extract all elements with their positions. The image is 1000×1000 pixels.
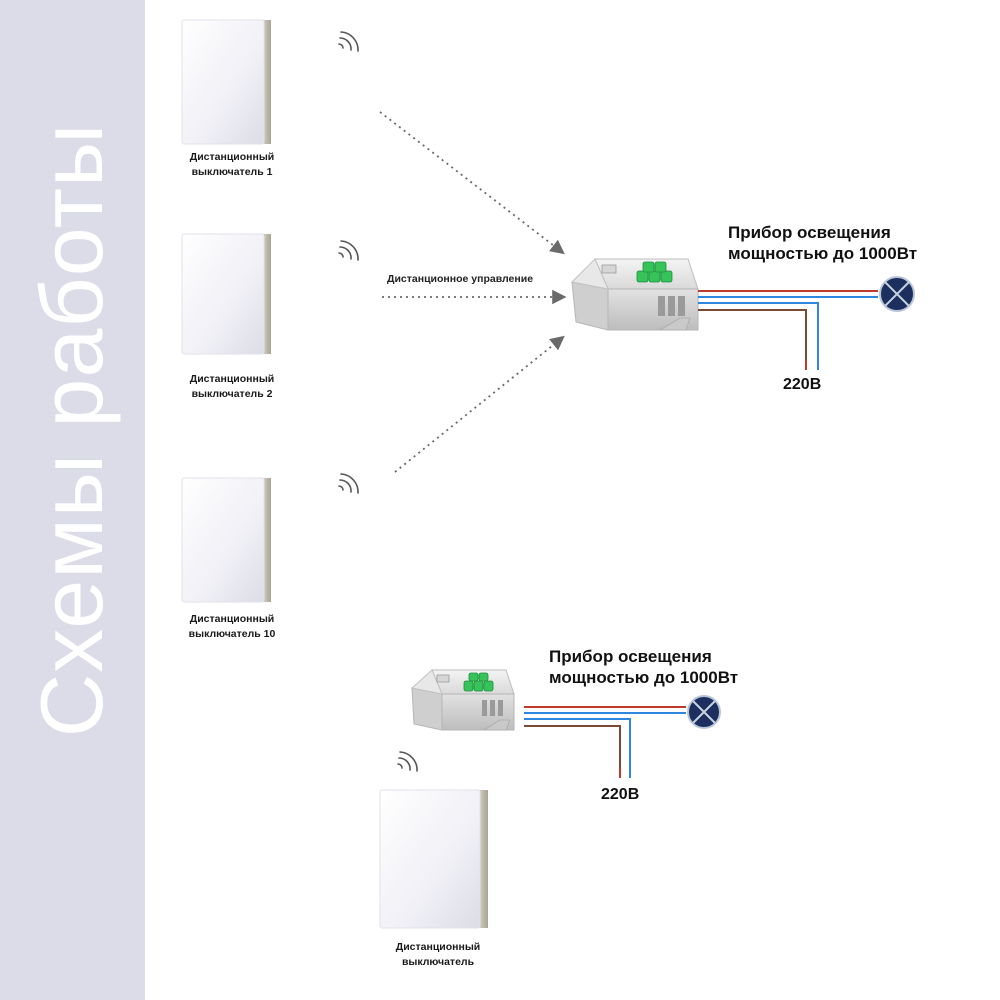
voltage-label: 220В <box>783 376 822 393</box>
lamp-icon <box>879 276 915 312</box>
lamp-icon <box>687 695 721 729</box>
signal-arrow-10 <box>394 335 565 473</box>
sidebar: Схемы работы <box>0 0 145 1000</box>
switch-panel-1 <box>181 19 271 145</box>
terminal-block <box>636 261 673 283</box>
switch-label: Дистанционный выключатель <box>395 941 481 968</box>
lamp-label: Прибор освещения мощностью до 1000Вт <box>728 223 918 263</box>
wire-brown <box>698 309 807 370</box>
voltage-label: 220В <box>601 786 640 803</box>
wire-blue <box>698 302 819 370</box>
switch-label-2: Дистанционный выключатель 2 <box>189 373 275 400</box>
wifi-signal-icon <box>338 31 359 52</box>
switch-panel-2 <box>181 233 271 355</box>
receiver-module <box>410 669 515 731</box>
terminal-block <box>463 672 494 692</box>
wire-brown <box>524 725 621 778</box>
switch-panel-10 <box>181 477 271 603</box>
wifi-signal-icon <box>338 473 359 494</box>
wire-blue <box>524 718 631 778</box>
wifi-signal-icon <box>397 751 418 772</box>
switch-label-1: Дистанционный выключатель 1 <box>189 151 275 178</box>
receiver-module <box>570 258 699 331</box>
signal-arrow-1 <box>379 111 565 255</box>
remote-control-label: Дистанционное управление <box>387 273 534 285</box>
switch-panel <box>379 789 488 929</box>
wifi-signal-icon <box>338 240 359 261</box>
switch-label-10: Дистанционный выключатель 10 <box>188 613 276 640</box>
lamp-label: Прибор освещения мощностью до 1000Вт <box>549 647 739 687</box>
